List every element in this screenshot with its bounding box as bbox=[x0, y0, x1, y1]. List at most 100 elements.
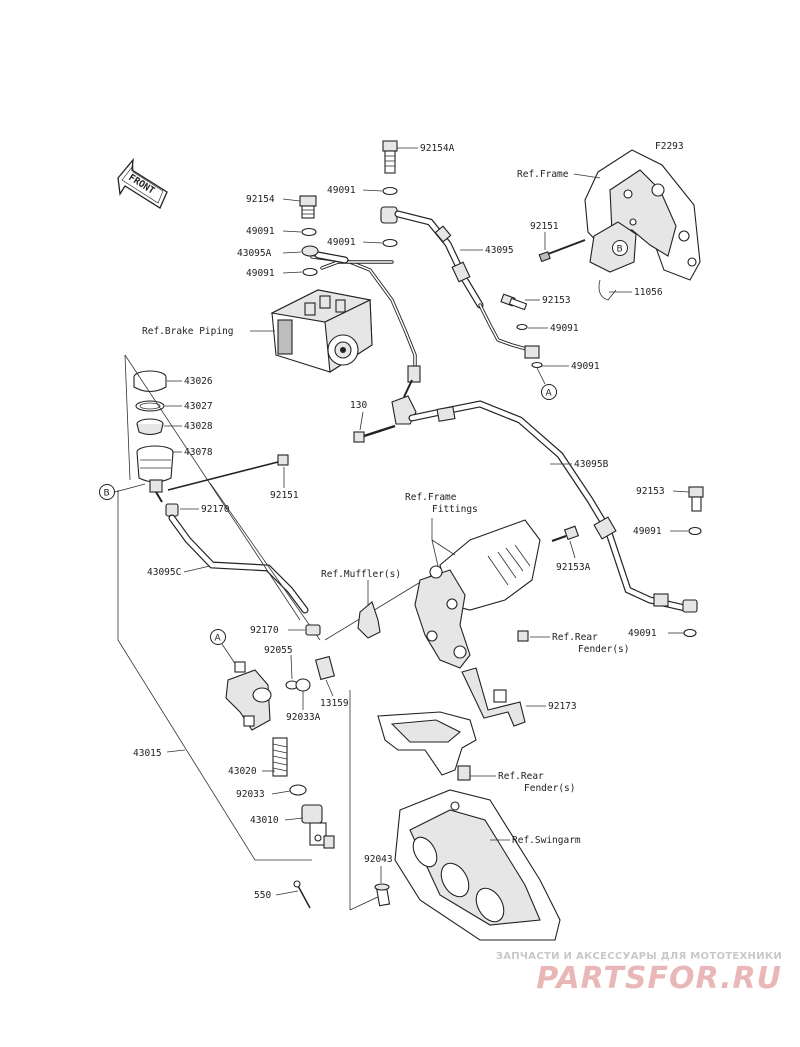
banjo-bolt-92153-top bbox=[500, 293, 528, 311]
reservoir-43078 bbox=[136, 445, 174, 503]
label-92043: 92043 bbox=[364, 854, 393, 865]
label-43027: 43027 bbox=[184, 401, 213, 412]
ref-marker-b-reservoir-label: B bbox=[104, 489, 110, 499]
washer-49091-h bbox=[683, 628, 697, 638]
diagram-code: F2293 bbox=[655, 141, 684, 152]
cotter-pin-550 bbox=[293, 880, 311, 909]
piston-43020 bbox=[272, 737, 288, 777]
watermark-logo: PARTSFOR.RU bbox=[536, 961, 782, 996]
washer-49091-f bbox=[531, 361, 543, 369]
label-92154a: 92154A bbox=[420, 143, 455, 154]
label-43015: 43015 bbox=[133, 748, 162, 759]
banjo-bolt-92153-right bbox=[688, 486, 704, 512]
push-rod-43010 bbox=[301, 804, 335, 849]
bolt-92153a bbox=[551, 525, 580, 543]
frame-bracket bbox=[584, 149, 701, 301]
banjo-end-fitting bbox=[524, 345, 540, 359]
ref-frame-label: Ref.Frame bbox=[517, 169, 569, 180]
bolt-92151-top bbox=[538, 239, 586, 263]
label-92033: 92033 bbox=[236, 789, 265, 800]
label-43095b: 43095B bbox=[574, 459, 609, 470]
diaphragm-43028 bbox=[136, 418, 164, 436]
label-49091-f: 49091 bbox=[571, 361, 600, 372]
label-92153-right: 92153 bbox=[636, 486, 665, 497]
ref-marker-a-lower-label: A bbox=[215, 634, 222, 644]
label-92170-a: 92170 bbox=[201, 504, 230, 515]
master-cylinder-body bbox=[225, 661, 272, 731]
label-92173: 92173 bbox=[548, 701, 577, 712]
clamp-92170-b bbox=[305, 624, 321, 636]
label-49091-a: 49091 bbox=[246, 226, 275, 237]
label-11056: 11056 bbox=[634, 287, 663, 298]
label-43095c: 43095C bbox=[147, 567, 181, 578]
label-43028: 43028 bbox=[184, 421, 213, 432]
label-92170-b: 92170 bbox=[250, 625, 279, 636]
ref-frame-fittings-label-1: Ref.Frame bbox=[405, 492, 457, 503]
bolt-92151-mid bbox=[167, 454, 289, 491]
banjo-43095a bbox=[301, 245, 319, 257]
ref-marker-b-frame-label: B bbox=[617, 245, 623, 255]
label-49091-c: 49091 bbox=[246, 268, 275, 279]
ref-muffler-label: Ref.Muffler(s) bbox=[321, 569, 401, 580]
clamp-92173 bbox=[461, 667, 526, 727]
banjo-43095 bbox=[380, 206, 398, 224]
front-arrow-icon: FRONT bbox=[117, 157, 168, 209]
label-92153-top: 92153 bbox=[542, 295, 571, 306]
ref-marker-b-reservoir bbox=[99, 484, 115, 500]
banjo-bolt-92154a bbox=[382, 140, 398, 174]
label-43026: 43026 bbox=[184, 376, 213, 387]
label-92153a: 92153A bbox=[556, 562, 591, 573]
ref-swingarm-label: Ref.Swingarm bbox=[512, 835, 581, 846]
reservoir-cap-43026 bbox=[133, 370, 167, 393]
label-49091-e: 49091 bbox=[550, 323, 579, 334]
ref-rear-fender-label-2b: Fender(s) bbox=[524, 783, 575, 794]
watermark: ЗАПЧАСТИ И АКСЕССУАРЫ ДЛЯ МОТОТЕХНИКИ PA… bbox=[482, 951, 782, 996]
washer-49091-g bbox=[688, 526, 702, 536]
washer-49091-e bbox=[516, 323, 528, 331]
pipe-fitting-icon bbox=[407, 365, 421, 383]
label-43095a: 43095A bbox=[237, 248, 272, 259]
pin-92043 bbox=[374, 883, 391, 907]
ref-rear-fender-label-1a: Ref.Rear bbox=[552, 632, 598, 643]
label-49091-g: 49091 bbox=[633, 526, 662, 537]
washer-49091-a bbox=[301, 227, 317, 237]
watermark-tagline: ЗАПЧАСТИ И АКСЕССУАРЫ ДЛЯ МОТОТЕХНИКИ bbox=[495, 951, 782, 962]
muffler-bracket bbox=[357, 601, 381, 639]
ref-marker-a-top-label: A bbox=[546, 389, 553, 399]
swingarm bbox=[394, 789, 561, 941]
ref-frame-fittings-label-2: Fittings bbox=[432, 504, 478, 515]
ref-marker-a-top bbox=[541, 384, 557, 400]
frame-fittings-bracket bbox=[414, 519, 541, 669]
label-550: 550 bbox=[254, 890, 271, 901]
label-43010: 43010 bbox=[250, 815, 279, 826]
label-92154: 92154 bbox=[246, 194, 275, 205]
ref-marker-a-lower bbox=[210, 629, 226, 645]
label-130: 130 bbox=[350, 400, 367, 411]
rear-fender-piece bbox=[377, 711, 477, 781]
abs-modulator-unit bbox=[270, 289, 373, 373]
label-49091-d: 49091 bbox=[327, 237, 356, 248]
label-92033a: 92033A bbox=[286, 712, 321, 723]
joint-13159 bbox=[314, 655, 336, 681]
label-43078: 43078 bbox=[184, 447, 213, 458]
ref-rear-fender-label-1b: Fender(s) bbox=[578, 644, 629, 655]
label-92055: 92055 bbox=[264, 645, 293, 656]
washer-49091-c bbox=[302, 267, 318, 277]
circlip-92033a bbox=[295, 678, 311, 692]
label-49091-h: 49091 bbox=[628, 628, 657, 639]
label-43095: 43095 bbox=[485, 245, 514, 256]
banjo-bolt-92154 bbox=[299, 195, 317, 219]
label-49091-b: 49091 bbox=[327, 185, 356, 196]
label-13159: 13159 bbox=[320, 698, 349, 709]
washer-49091-b bbox=[382, 186, 398, 196]
label-92151-mid: 92151 bbox=[270, 490, 299, 501]
label-43020: 43020 bbox=[228, 766, 257, 777]
washer-49091-d bbox=[382, 238, 398, 248]
ref-marker-b-frame bbox=[612, 240, 628, 256]
label-92151-top: 92151 bbox=[530, 221, 559, 232]
clamp-92170-a bbox=[165, 503, 179, 517]
rear-fender-bolt bbox=[517, 630, 529, 642]
banjo-right-end bbox=[682, 599, 698, 613]
